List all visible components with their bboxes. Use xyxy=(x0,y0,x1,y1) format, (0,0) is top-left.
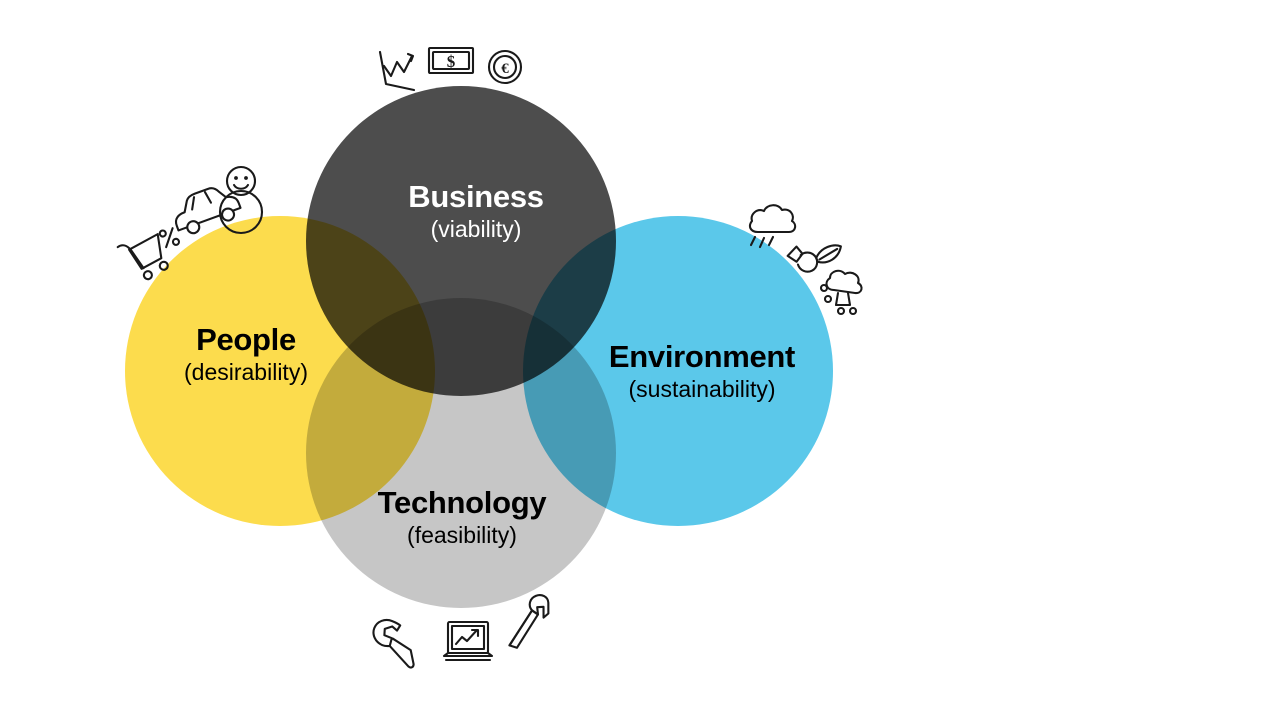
venn-label-technology-title: Technology xyxy=(377,485,547,520)
venn-label-business-title: Business xyxy=(408,179,544,214)
venn-label-people-subtitle: (desirability) xyxy=(184,358,308,385)
venn-label-environment-subtitle: (sustainability) xyxy=(628,375,776,402)
venn-label-business: Business (viability) xyxy=(336,179,616,242)
venn-label-business-subtitle: (viability) xyxy=(430,215,522,242)
venn-label-people-title: People xyxy=(196,322,296,357)
venn-label-technology: Technology (feasibility) xyxy=(326,485,598,548)
venn-label-technology-subtitle: (feasibility) xyxy=(407,521,517,548)
venn-label-people: People (desirability) xyxy=(110,322,382,385)
venn-label-environment: Environment (sustainability) xyxy=(566,339,838,402)
venn-circle-technology[interactable] xyxy=(306,298,616,608)
venn-label-environment-title: Environment xyxy=(608,339,796,374)
